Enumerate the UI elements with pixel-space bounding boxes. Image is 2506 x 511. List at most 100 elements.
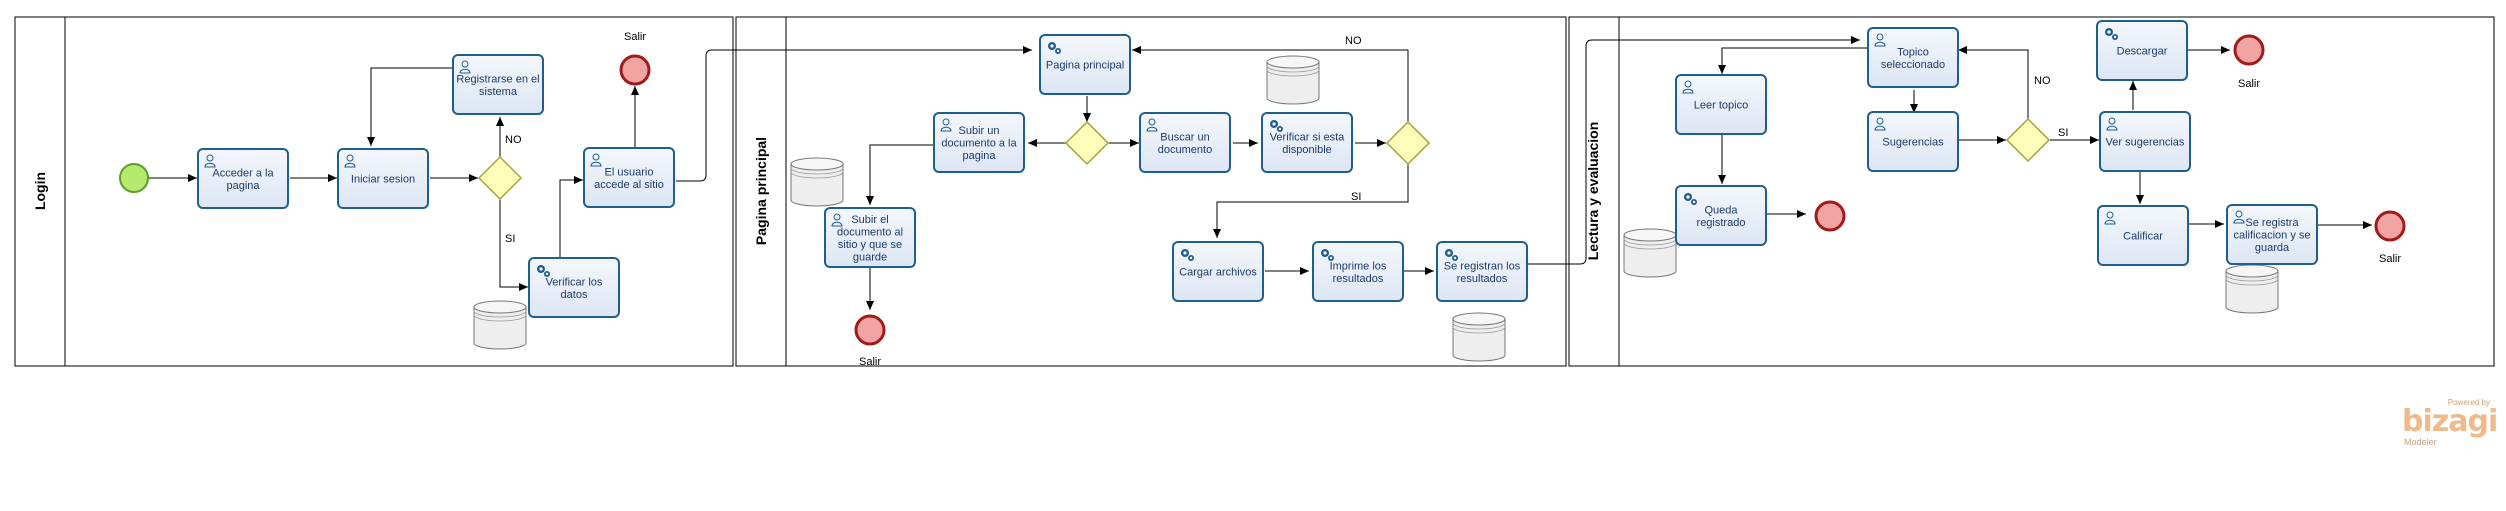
task-label: guarde xyxy=(853,251,887,263)
task-label: Leer topico xyxy=(1694,100,1748,112)
end-event-label: Salir xyxy=(2238,78,2260,90)
end-event-label: Salir xyxy=(624,31,646,43)
task-label: Imprime los xyxy=(1330,260,1387,272)
gateway-pagina-choice xyxy=(1064,120,1110,166)
task-label: Sugerencias xyxy=(1882,137,1944,149)
task-label: Iniciar sesion xyxy=(351,174,415,186)
task-label: sitio y que se xyxy=(838,239,902,251)
user-task-icon xyxy=(940,118,952,132)
task-label: Queda xyxy=(1704,204,1738,216)
task-label: Se registran los xyxy=(1444,260,1521,272)
task-descargar[interactable]: Descargar xyxy=(2096,20,2188,81)
task-label: datos xyxy=(561,289,588,301)
flow-label-no: NO xyxy=(505,134,522,146)
task-label: pagina xyxy=(226,180,260,192)
service-task-icon xyxy=(1270,120,1283,132)
data-store-icon xyxy=(1452,312,1506,362)
user-task-icon xyxy=(1146,118,1158,132)
end-event-pagina xyxy=(854,314,886,346)
task-label: Ver sugerencias xyxy=(2106,137,2185,149)
task-label: documento al xyxy=(837,226,903,238)
task-label: Buscar un xyxy=(1160,131,1210,143)
task-label: Cargar archivos xyxy=(1179,267,1257,279)
task-label: documento xyxy=(1158,144,1212,156)
user-task-icon xyxy=(459,60,471,74)
task-cargar[interactable]: Cargar archivos xyxy=(1172,241,1264,302)
user-task-icon xyxy=(2233,210,2245,224)
gateway-sugerencias xyxy=(2005,117,2051,163)
user-task-icon xyxy=(1874,33,1886,47)
task-label: Verificar si esta xyxy=(1270,131,1345,143)
task-label: guarda xyxy=(2255,242,2290,254)
user-task-icon xyxy=(204,154,216,168)
pool-pagina-principal: Pagina principal xyxy=(735,16,1567,367)
pool-title-lectura-evaluacion: Lectura y evaluacion xyxy=(1585,122,1601,261)
pool-title-pagina-principal: Pagina principal xyxy=(753,137,769,245)
start-event xyxy=(119,163,149,193)
flow-label-si: SI xyxy=(2058,127,2068,139)
user-task-icon xyxy=(1682,80,1694,94)
task-label: sistema xyxy=(479,86,518,98)
user-task-icon xyxy=(2106,117,2118,131)
service-task-icon xyxy=(1445,249,1458,261)
end-event-descargar xyxy=(2233,34,2265,66)
task-label: accede al sitio xyxy=(594,179,664,191)
service-task-icon xyxy=(1684,193,1697,205)
data-stores xyxy=(473,55,2279,362)
task-label: pagina xyxy=(962,150,996,162)
brand-name: bizagi xyxy=(2402,404,2498,439)
task-label: resultados xyxy=(1457,273,1508,285)
task-calificar[interactable]: Calificar xyxy=(2097,205,2189,266)
sequence-flows xyxy=(149,28,2372,310)
task-pagina-principal[interactable]: Pagina principal xyxy=(1039,34,1131,95)
gateway-disponible xyxy=(1385,120,1431,166)
user-task-icon xyxy=(344,154,356,168)
task-label: Verificar los xyxy=(546,276,603,288)
task-label: Calificar xyxy=(2123,231,2163,243)
user-task-icon xyxy=(2104,211,2116,225)
task-iniciar[interactable]: Iniciar sesion xyxy=(337,148,429,209)
data-store-icon xyxy=(1266,55,1320,105)
task-label: Descargar xyxy=(2117,46,2168,58)
end-event-queda xyxy=(1814,200,1846,232)
task-label: registrado xyxy=(1697,217,1746,229)
service-task-icon xyxy=(2105,28,2118,40)
task-ver-sug[interactable]: Ver sugerencias xyxy=(2099,111,2191,172)
user-task-icon xyxy=(831,213,843,227)
flow-label-no: NO xyxy=(1345,35,1362,47)
task-label: Acceder a la xyxy=(212,167,274,179)
data-store-icon xyxy=(1623,228,1677,278)
task-sugerencias[interactable]: Sugerencias xyxy=(1867,111,1959,172)
data-store-icon xyxy=(473,300,527,350)
task-leer[interactable]: Leer topico xyxy=(1675,74,1767,135)
task-label: documento a la xyxy=(941,138,1017,150)
pool-title-login: Login xyxy=(32,172,48,210)
task-label: Se registra xyxy=(2245,217,2299,229)
task-label: disponible xyxy=(1282,144,1332,156)
end-event-label: Salir xyxy=(859,356,881,368)
service-task-icon xyxy=(1321,249,1334,261)
service-task-icon xyxy=(1181,249,1194,261)
task-label: Pagina principal xyxy=(1046,60,1124,72)
gateway-login xyxy=(477,155,523,201)
task-label: Subir un xyxy=(959,125,1000,137)
task-label: Subir el xyxy=(851,214,888,226)
task-label: calificacion y se xyxy=(2233,230,2310,242)
data-store-icon xyxy=(790,157,844,207)
data-store-icon xyxy=(2225,264,2279,314)
